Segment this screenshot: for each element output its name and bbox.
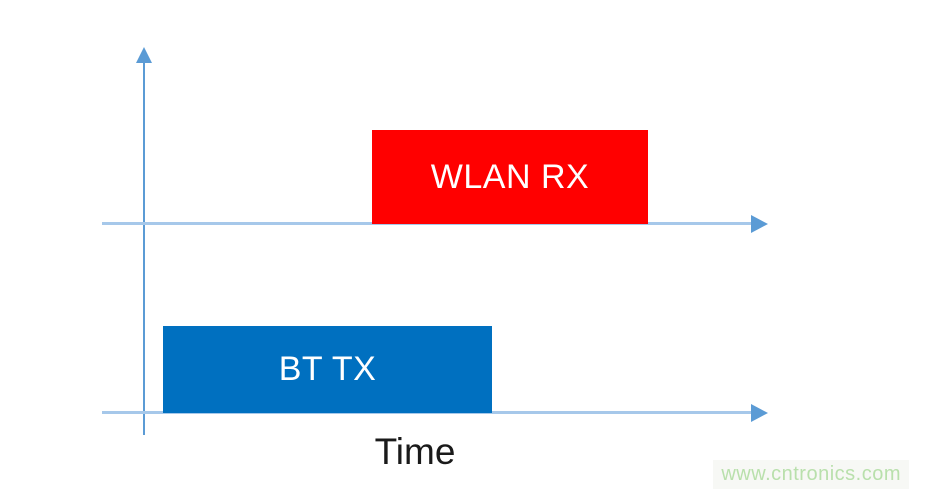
y-axis-arrowhead-icon <box>136 47 152 63</box>
wlan-rx-label: WLAN RX <box>430 157 590 196</box>
bt-timeline-arrowhead-icon <box>751 404 768 422</box>
y-axis-line <box>143 61 145 435</box>
watermark: www.cntronics.com <box>713 460 909 489</box>
bt-tx-block: BT TX <box>163 326 492 413</box>
bt-tx-label: BT TX <box>278 350 377 388</box>
x-axis-label: Time <box>374 431 456 472</box>
wlan-timeline-arrowhead-icon <box>751 215 768 233</box>
wlan-rx-block: WLAN RX <box>372 130 648 224</box>
